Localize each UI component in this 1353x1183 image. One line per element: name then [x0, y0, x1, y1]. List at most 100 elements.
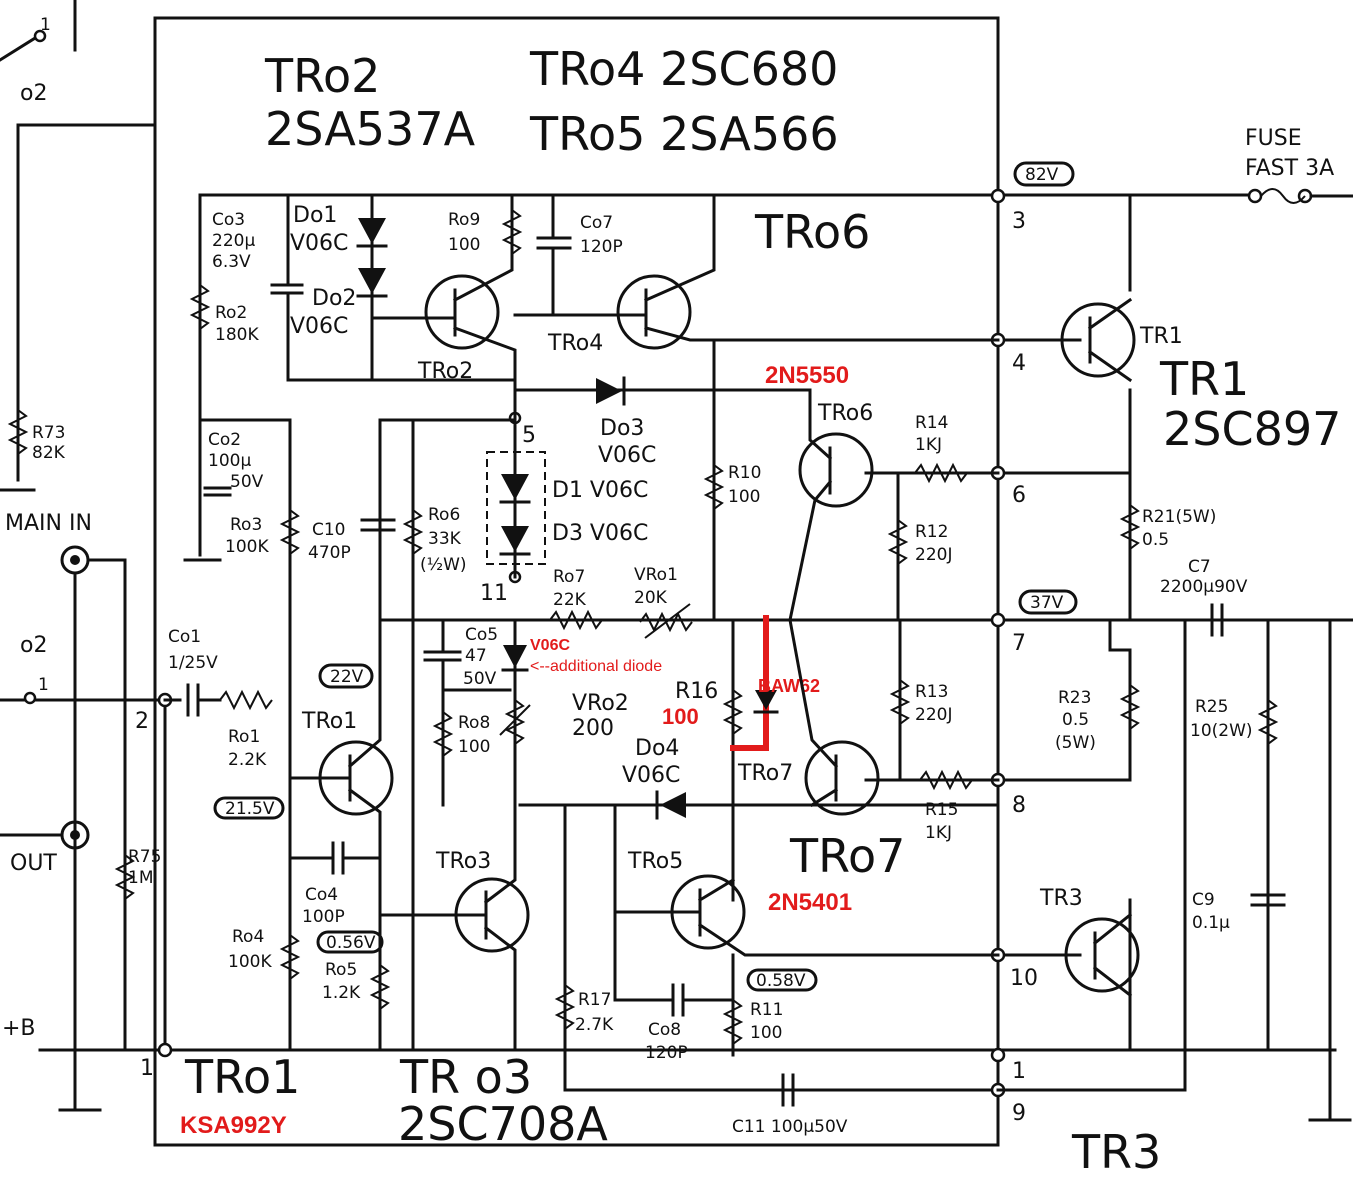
vr02-label: VRo2 — [572, 691, 629, 716]
r75-label: R75 — [128, 847, 161, 867]
r08-label: Ro8 — [458, 713, 490, 733]
r25-resistor — [1257, 699, 1279, 745]
fuse: FUSE FAST 3A — [1245, 126, 1353, 204]
tr06-replacement: 2N5550 — [765, 362, 849, 389]
tr06-small-label: TRo6 — [817, 401, 873, 426]
pin-3: 3 — [1012, 209, 1026, 234]
fuse-line2: FAST 3A — [1245, 156, 1334, 181]
r75-resistor — [114, 854, 136, 900]
c10-value: 470P — [308, 543, 351, 563]
tr01-footer-label: TRo1 — [184, 1050, 300, 1104]
c02-voltage: 50V — [230, 472, 264, 492]
d03-type: V06C — [598, 443, 656, 468]
c07-value: 120P — [580, 237, 623, 257]
r14-resistor — [914, 462, 968, 484]
d1-diode — [501, 474, 529, 500]
c7-label: C7 — [1188, 557, 1211, 577]
r07-resistor — [549, 609, 603, 631]
r08-resistor — [432, 711, 454, 757]
bias-diode-stack: D1 V06C D3 V06C Ro7 22K VRo1 20K — [486, 416, 693, 639]
r02-value: 180K — [215, 325, 259, 345]
r03-value: 100K — [225, 537, 269, 557]
c01-label: Co1 — [168, 627, 201, 647]
r17-label: R17 — [578, 990, 611, 1010]
io-jacks: MAIN IN OUT +B o2 1 R75 1M — [0, 511, 1337, 1112]
r07-value: 22K — [553, 590, 587, 610]
r25-label: R25 — [1195, 697, 1228, 717]
tr06-title: TRo6 — [754, 205, 870, 259]
plus-b-label: +B — [2, 1016, 36, 1041]
c9-value: 0.1μ — [1192, 913, 1230, 933]
r06-resistor — [402, 509, 424, 555]
d3-diode — [501, 526, 529, 552]
c03-value: 220μ — [212, 231, 255, 251]
tr1-type: 2SC897 — [1163, 402, 1341, 456]
tr05-line: TRo5 2SA566 — [529, 107, 839, 161]
baw62-modification: R16 100 BAW62 — [662, 615, 820, 902]
main-in-label: MAIN IN — [5, 511, 92, 536]
o2-top-label: o2 — [20, 81, 47, 106]
voltage-0-58: 0.58V — [756, 971, 806, 991]
r23-wattage: (5W) — [1055, 733, 1096, 753]
d02-diode — [358, 268, 386, 294]
r07-label: Ro7 — [553, 567, 585, 587]
c04-value: 100P — [302, 907, 345, 927]
replacement-annotations: 2N5550 2N5401 KSA992Y — [180, 362, 852, 1139]
added-diode-note: <--additional diode — [530, 658, 662, 675]
d02-label: Do2 — [312, 286, 356, 311]
voltage-82: 82V — [1025, 165, 1059, 185]
fuse-symbol — [1260, 188, 1306, 204]
o2-top-pin: 1 — [40, 15, 51, 35]
c7-value: 2200μ90V — [1160, 577, 1248, 597]
c10-label: C10 — [312, 520, 346, 540]
d01-type: V06C — [290, 231, 348, 256]
r15-value: 1KJ — [925, 823, 952, 843]
r02-label: Ro2 — [215, 303, 247, 323]
pin-1-right: 1 — [1012, 1059, 1026, 1084]
vr01-label: VRo1 — [634, 565, 678, 585]
r14-value: 1KJ — [915, 435, 942, 455]
d01-label: Do1 — [293, 203, 337, 228]
r75-value: 1M — [128, 868, 153, 888]
r05-label: Ro5 — [325, 960, 357, 980]
c02-label: Co2 — [208, 430, 241, 450]
tr02-title: TRo2 — [264, 49, 380, 103]
tr07-replacement: 2N5401 — [768, 889, 852, 916]
top-left-fragment: 1 o2 R73 82K — [0, 0, 157, 492]
r23-label: R23 — [1058, 688, 1091, 708]
out-label: OUT — [10, 851, 57, 876]
r09-resistor — [501, 209, 523, 255]
r11-label: R11 — [750, 1000, 783, 1020]
tr07-small-label: TRo7 — [737, 761, 793, 786]
tr03-small-label: TRo3 — [435, 849, 491, 874]
added-diode-type: V06C — [530, 637, 570, 654]
tr04-small-label: TRo4 — [547, 331, 603, 356]
pin-5: 5 — [522, 423, 536, 448]
r01-label: Ro1 — [228, 727, 260, 747]
r03-label: Ro3 — [230, 515, 262, 535]
r12-label: R12 — [915, 522, 948, 542]
r12-value: 220J — [915, 545, 952, 565]
tr02-type: 2SA537A — [265, 102, 476, 156]
r14-label: R14 — [915, 413, 948, 433]
footer-labels: TRo1 TR o3 2SC708A TR3 — [184, 1050, 1161, 1179]
header-labels: TRo2 2SA537A TRo4 2SC680 TRo5 2SA566 TRo… — [264, 42, 870, 259]
c08-label: Co8 — [648, 1020, 681, 1040]
r08-value: 100 — [458, 737, 490, 757]
o2-mid-pin: 1 — [38, 675, 49, 695]
r12-resistor — [887, 519, 909, 565]
tr06-transistor — [798, 432, 874, 508]
r13-resistor — [889, 679, 911, 725]
d1-label: D1 V06C — [552, 478, 648, 503]
r05-value: 1.2K — [322, 983, 361, 1003]
voltage-21-5: 21.5V — [225, 799, 275, 819]
voltage-37: 37V — [1030, 593, 1064, 613]
tr07-transistor — [804, 740, 880, 816]
tr1-label: TR1 — [1159, 352, 1249, 406]
r16-resistor — [722, 689, 744, 735]
tr02-tr04-block: Ro9 100 TRo2 Co7 120P TRo4 Do3 V06C R10 … — [370, 193, 1000, 622]
r73-value: 82K — [32, 443, 66, 463]
r21-value: 0.5 — [1142, 530, 1169, 550]
pin-7: 7 — [1012, 631, 1026, 656]
